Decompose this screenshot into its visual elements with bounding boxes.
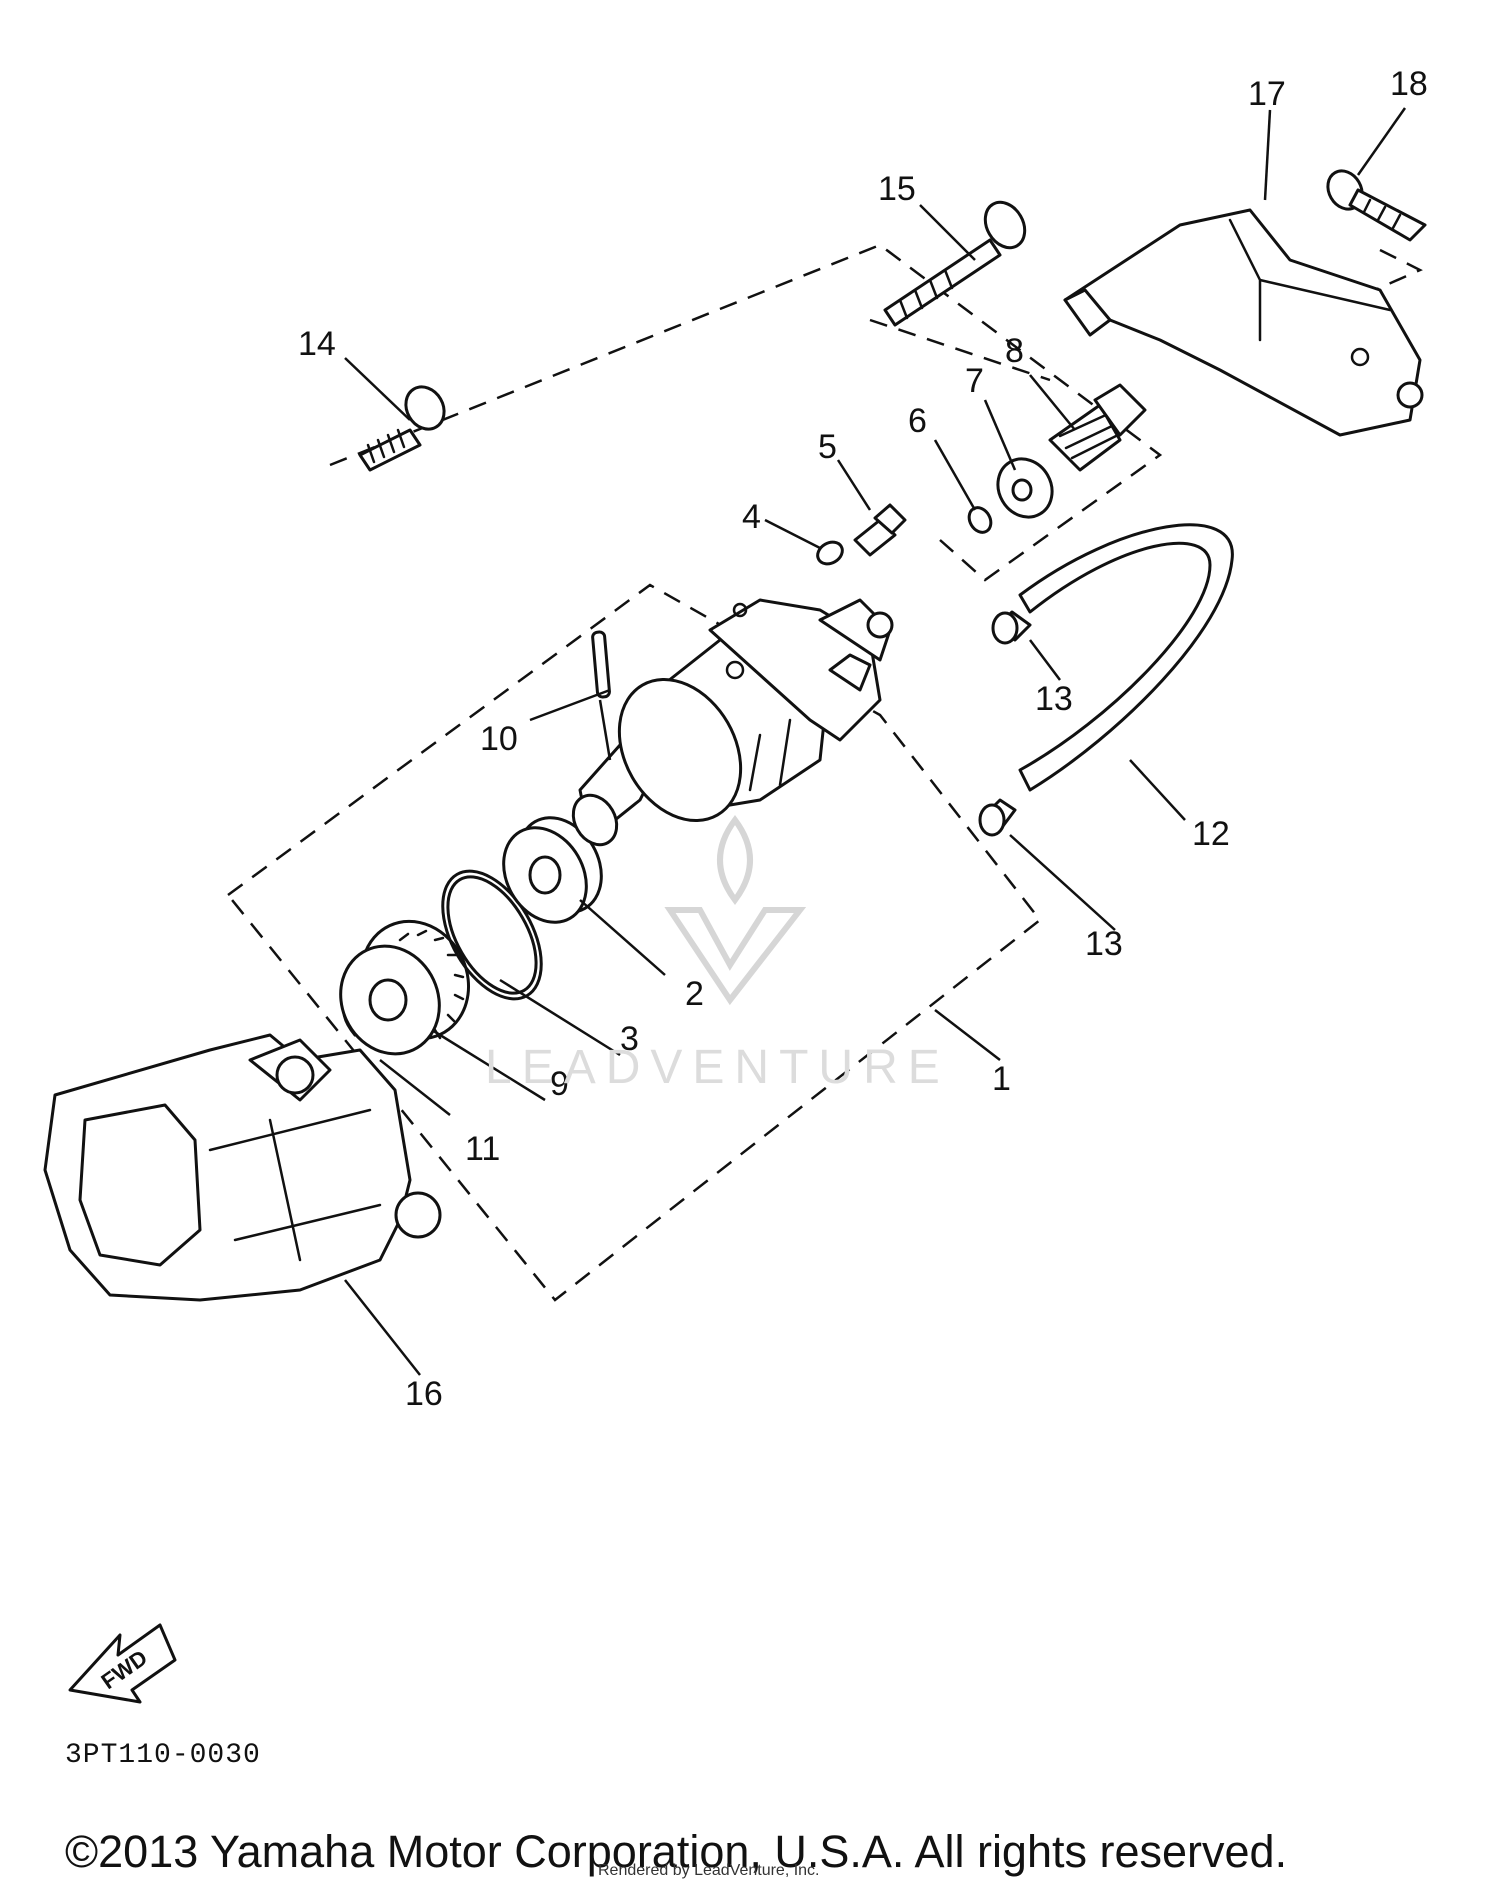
callout-16: 16 [405, 1375, 443, 1413]
callout-6: 6 [908, 402, 927, 440]
assembly-1-dashed-boundary [227, 243, 1423, 1302]
rendered-by-credit: Rendered by LeadVenture, Inc. [598, 1862, 820, 1879]
callout-7: 7 [965, 362, 984, 400]
leadventure-watermark-logo [664, 814, 807, 1006]
part-7-nut [996, 457, 1054, 519]
copyright-notice: ©2013 Yamaha Motor Corporation, U.S.A. A… [65, 1826, 1288, 1877]
oil-pump-body [571, 598, 894, 847]
figure-code: 3PT110-0030 [65, 1740, 261, 1771]
callout-13-lower: 13 [1085, 925, 1123, 963]
callout-12: 12 [1192, 815, 1230, 853]
part-8-plug-bolt [1048, 383, 1147, 472]
part-4-washer [816, 540, 844, 566]
callout-17: 17 [1248, 75, 1286, 113]
part-14-bolt [358, 385, 446, 472]
part-2-bearing [502, 816, 603, 924]
callout-18: 18 [1390, 65, 1428, 103]
part-18-screw [1326, 169, 1427, 242]
callout-4: 4 [742, 498, 761, 536]
part-6-washer [967, 506, 993, 534]
callout-5: 5 [818, 428, 837, 466]
callout-15: 15 [878, 170, 916, 208]
callout-9: 9 [550, 1065, 569, 1103]
part-16-housing [43, 1033, 442, 1302]
callout-10: 10 [480, 720, 518, 758]
part-15-long-bolt [883, 200, 1027, 327]
part-17-bracket [1063, 208, 1424, 437]
part-9-drive-gear [339, 919, 471, 1056]
callout-leader-lines [344, 107, 1407, 1376]
part-5-bolt [853, 503, 907, 557]
part-13-clip-upper [991, 610, 1032, 645]
callout-14: 14 [298, 325, 336, 363]
callout-13-upper: 13 [1035, 680, 1073, 718]
forward-direction-arrow-icon: FWD [68, 1623, 177, 1704]
callout-11: 11 [465, 1130, 500, 1168]
callout-2: 2 [685, 975, 704, 1013]
callout-numbers: 1 2 3 4 5 6 7 8 9 10 11 12 13 13 14 15 1… [298, 65, 1428, 1413]
callout-3: 3 [620, 1020, 639, 1058]
watermark-text: LEADVENTURE [485, 1041, 950, 1094]
part-12-oil-hose [1018, 523, 1234, 792]
callout-8: 8 [1005, 332, 1024, 370]
part-10-pin [591, 630, 612, 761]
part-13-clip-lower [978, 798, 1017, 837]
callout-1: 1 [992, 1060, 1011, 1098]
